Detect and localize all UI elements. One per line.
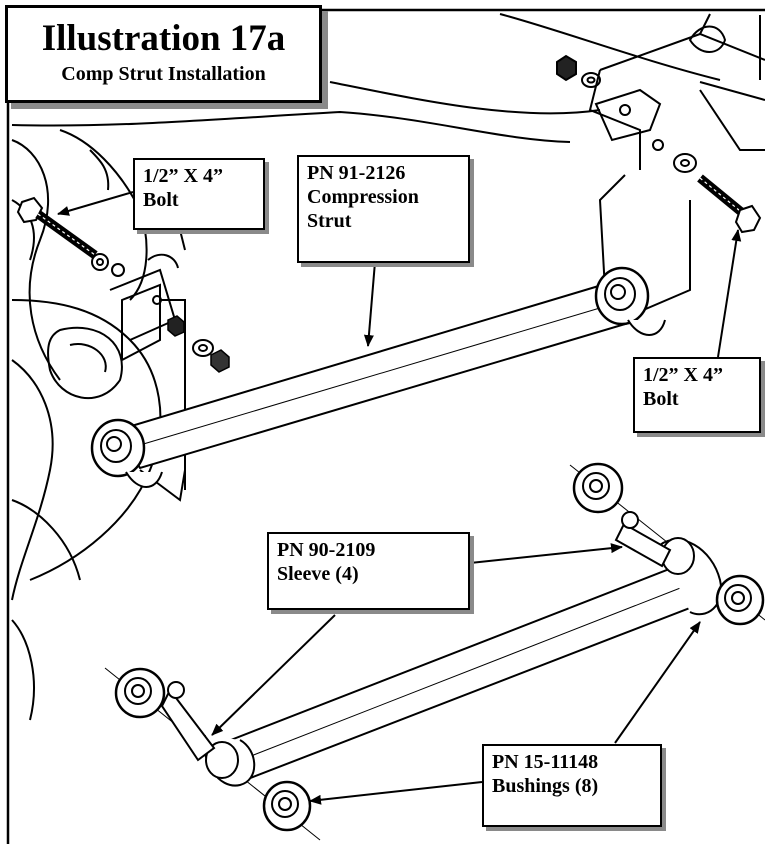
illustration-title: Illustration 17a	[41, 18, 286, 59]
callout-right-bolt-line2: Bolt	[643, 388, 679, 410]
arrow-left-bolt	[57, 191, 134, 216]
exploded-strut-parts	[104, 462, 765, 841]
arrow-strut	[363, 261, 376, 347]
callout-left-bolt: 1/2” X 4” Bolt	[133, 158, 265, 230]
right-bolt	[673, 153, 762, 234]
callout-bushings: PN 15-11148 Bushings (8)	[482, 744, 662, 827]
callout-compression-strut: PN 91-2126 Compression Strut	[297, 155, 470, 263]
arrow-bushings-left	[309, 781, 483, 805]
callout-left-bolt-line2: Bolt	[143, 189, 179, 211]
left-nut-washer	[167, 315, 230, 373]
callout-right-bolt: 1/2” X 4” Bolt	[633, 357, 761, 433]
arrow-right-bolt	[717, 229, 742, 358]
callout-bushings-line2: Bushings (8)	[492, 775, 599, 797]
illustration-subtitle: Comp Strut Installation	[61, 62, 266, 85]
leader-arrows	[57, 191, 742, 805]
callout-strut-line3: Strut	[307, 210, 352, 232]
illustration-title-box: Illustration 17a Comp Strut Installation	[5, 5, 322, 103]
callout-sleeve: PN 90-2109 Sleeve (4)	[267, 532, 470, 610]
arrow-bushings-right	[614, 621, 701, 744]
arrow-sleeve-left	[211, 614, 336, 736]
callout-left-bolt-line1: 1/2” X 4”	[143, 165, 223, 187]
callout-sleeve-line1: PN 90-2109	[277, 539, 376, 561]
left-bolt	[16, 196, 98, 259]
callout-right-bolt-line1: 1/2” X 4”	[643, 364, 723, 386]
arrow-sleeve-right	[469, 543, 623, 564]
callout-strut-line1: PN 91-2126	[307, 162, 406, 184]
upper-nut-washer	[556, 54, 601, 88]
callout-strut-line2: Compression	[307, 186, 419, 208]
callout-bushings-line1: PN 15-11148	[492, 751, 599, 773]
assembled-compression-strut	[90, 266, 666, 488]
callout-sleeve-line2: Sleeve (4)	[277, 563, 359, 585]
